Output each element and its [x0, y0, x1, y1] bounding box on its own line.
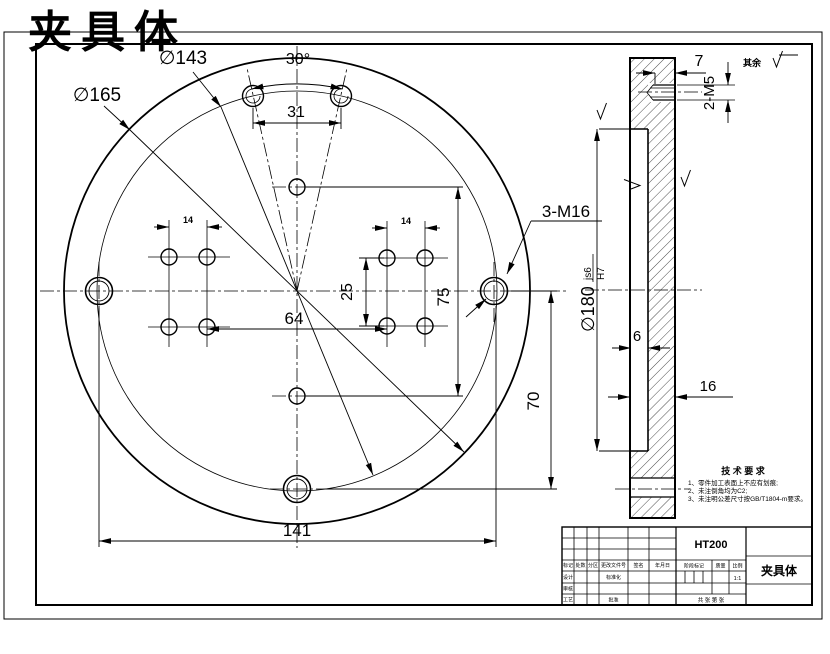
tb-scale-value: 1:1 — [734, 576, 742, 582]
note-line: 2、未注倒角均为C2; — [688, 486, 747, 495]
axis-holes — [288, 178, 306, 405]
section-hatch — [630, 58, 675, 518]
label-2-m5: 2-M5 — [701, 76, 718, 110]
dim-pitch-left: 14 — [183, 215, 193, 225]
tb-scale: 比例 — [732, 563, 742, 570]
tb-h-date: 年月日 — [655, 562, 670, 569]
dim-bottom-offset: 70 — [524, 392, 543, 411]
section-m16-hole — [630, 477, 675, 498]
front-view-dim-labels: ∅165 ∅143 30° 31 14 14 25 64 75 70 141 3… — [73, 48, 590, 540]
roughness-icon — [596, 102, 607, 121]
technical-notes: 技 术 要 求 1、零件加工表面上不应有划痕; 2、未注倒角均为C2; 3、未注… — [688, 465, 807, 503]
dim-base-span: 141 — [283, 521, 311, 540]
tb-h-zone: 分区 — [588, 562, 598, 569]
section-view — [585, 57, 702, 519]
tb-h-sign: 签名 — [633, 562, 643, 569]
section-dimensions — [594, 62, 735, 452]
sheet-border — [3, 31, 823, 620]
title-block-text: HT200 夹具体 标记 处数 分区 更改文件号 签名 年月日 设计 标准化 审… — [563, 539, 798, 604]
roughness-icon — [680, 169, 691, 188]
fit-lower: js6 — [583, 267, 594, 281]
roughness-rest — [772, 50, 798, 69]
dim-recess-depth: 6 — [633, 328, 641, 345]
section-m5-hole — [646, 84, 675, 101]
red-stamp-title: 夹具体 — [28, 8, 187, 57]
tb-role-approve: 批准 — [608, 597, 618, 604]
tb-h-count: 处数 — [575, 562, 585, 569]
dim-thickness: 16 — [700, 378, 717, 395]
roughness-symbols — [596, 50, 798, 190]
tb-sheet-info: 共 张 第 张 — [698, 596, 725, 604]
dim-dia-outer: ∅165 — [73, 85, 121, 106]
dim-hole-span-v: 75 — [434, 288, 453, 307]
tb-part-name: 夹具体 — [761, 563, 798, 578]
dim-row-pitch: 25 — [339, 283, 356, 301]
section-centerlines — [585, 91, 702, 490]
dim-dia-bolt: ∅143 — [159, 48, 207, 69]
label-3-m16: 3-M16 — [542, 202, 590, 221]
tb-role-standard: 标准化 — [606, 574, 621, 581]
section-dim-labels: 7 2-M5 6 16 ∅180 H7 js6 — [578, 53, 718, 395]
dim-depth-7: 7 — [695, 53, 704, 70]
roughness-rest-label: 其余 — [743, 57, 762, 68]
tb-h-doc-no: 更改文件号 — [601, 562, 626, 569]
note-line: 3、未注明公差尺寸按GB/T1804-m要求。 — [688, 494, 807, 503]
tb-role-check: 审核 — [563, 586, 573, 593]
m16-holes — [84, 276, 509, 504]
dim-span-31: 31 — [287, 104, 305, 121]
fit-upper: H7 — [596, 267, 607, 280]
tb-weight: 质量 — [715, 563, 725, 570]
tb-role-design: 设计 — [563, 574, 573, 581]
notes-title: 技 术 要 求 — [721, 465, 766, 476]
bore-dim-label: ∅180 H7 js6 — [578, 254, 607, 332]
dim-col-span: 64 — [285, 309, 304, 328]
tb-h-mark: 标记 — [563, 562, 573, 569]
dim-bore: ∅180 — [578, 286, 598, 332]
section-outline — [629, 57, 676, 519]
dim-angle: 30° — [286, 51, 310, 68]
title-block — [561, 526, 813, 606]
front-view-dimensions — [98, 71, 602, 547]
note-line: 1、零件加工表面上不应有划痕; — [688, 478, 778, 487]
tb-role-process: 工艺 — [563, 598, 573, 604]
roughness-icon — [772, 50, 783, 69]
dim-pitch-right: 14 — [401, 216, 411, 226]
roughness-icon — [623, 179, 642, 190]
tb-stage: 阶段标记 — [684, 563, 704, 570]
tb-material: HT200 — [694, 539, 727, 551]
